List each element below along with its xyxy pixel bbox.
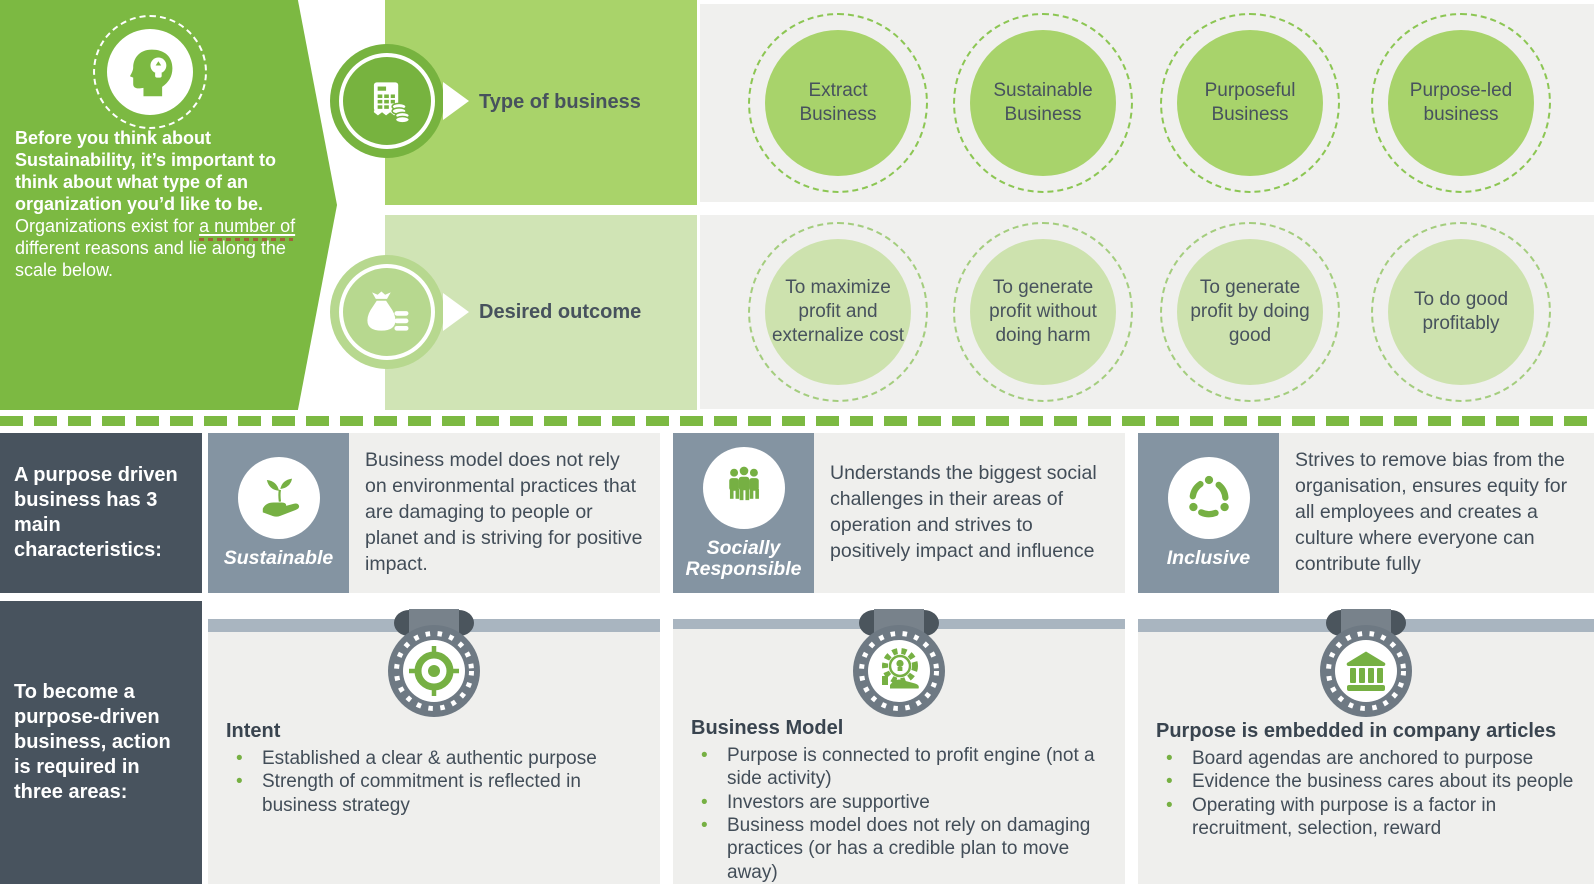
inclusive-cycle-icon [1188, 476, 1229, 518]
head-lightbulb-icon [129, 49, 173, 97]
bullet-item: Strength of commitment is reflected in b… [226, 770, 642, 817]
characteristics-header: A purpose driven business has 3 main cha… [0, 433, 202, 593]
outcome-circle: To generate profit by doing good [1160, 222, 1340, 402]
type-of-business-options: Extract Business Sustainable Business Pu… [700, 4, 1594, 202]
bullet-item: Purpose is connected to profit engine (n… [691, 744, 1107, 791]
company-articles-bullets: Board agendas are anchored to purpose Ev… [1156, 747, 1576, 840]
plant-in-hand-icon [262, 478, 299, 517]
inclusive-text: Strives to remove bias from the organisa… [1279, 433, 1594, 593]
desired-outcome-medallion [330, 255, 469, 369]
target-medal-icon [388, 609, 480, 717]
intro-normal-2: different reasons and lie along the scal… [15, 237, 286, 280]
desired-outcome-label: Desired outcome [479, 301, 642, 323]
gear-hand-medal-icon [853, 609, 945, 717]
business-model-title: Business Model [691, 716, 844, 739]
actions-section: To become a purpose-driven business, act… [0, 601, 1594, 884]
outcome-circle: To do good profitably [1371, 222, 1551, 402]
section-gap [0, 593, 1594, 601]
bullet-item: Board agendas are anchored to purpose [1156, 747, 1576, 771]
socially-responsible-icon-box: Socially Responsible [673, 433, 814, 593]
type-of-business-label: Type of business [479, 91, 641, 113]
money-bag-icon [367, 291, 409, 331]
characteristic-socially-responsible: Socially Responsible Understands the big… [673, 433, 1125, 593]
intro-normal-1: Organizations exist for [15, 215, 200, 236]
bullet-item: Evidence the business cares about its pe… [1156, 770, 1576, 794]
receipt-coins-icon [373, 82, 411, 124]
sustainable-label: Sustainable [223, 547, 334, 570]
bullet-item: Investors are supportive [691, 791, 1107, 815]
business-type-circle: Purpose-led business [1371, 13, 1551, 193]
bank-medal-icon [1320, 609, 1412, 717]
action-panel-business-model: Business Model Purpose is connected to p… [673, 601, 1125, 884]
outcome-circle: To generate profit without doing harm [953, 222, 1133, 402]
inclusive-icon-box: Inclusive [1138, 433, 1279, 593]
business-type-circle: Purposeful Business [1160, 13, 1340, 193]
action-panel-company-articles: Purpose is embedded in company articles … [1138, 601, 1594, 884]
characteristic-sustainable: Sustainable Business model does not rely… [208, 433, 660, 593]
business-type-circle: Sustainable Business [953, 13, 1133, 193]
characteristic-inclusive: Inclusive Strives to remove bias from th… [1138, 433, 1594, 593]
actions-header: To become a purpose-driven business, act… [0, 601, 202, 884]
desired-outcome-options: To maximize profit and externalize cost … [700, 215, 1594, 409]
intent-bullets: Established a clear & authentic purpose … [226, 747, 642, 817]
inclusive-label: Inclusive [1166, 547, 1251, 570]
sustainable-text: Business model does not rely on environm… [349, 433, 660, 593]
characteristics-section: A purpose driven business has 3 main cha… [0, 433, 1594, 593]
intent-title: Intent [226, 720, 281, 742]
medallion-pointer [443, 82, 469, 120]
bullet-item: Established a clear & authentic purpose [226, 747, 642, 771]
outcome-circle: To maximize profit and externalize cost [748, 222, 928, 402]
scale-section: Before you think about Sustainability, i… [0, 0, 1594, 410]
head-lightbulb-badge [93, 15, 207, 129]
company-articles-title: Purpose is embedded in company articles [1156, 720, 1557, 742]
intro-paragraph: Before you think about Sustainability, i… [15, 128, 303, 282]
people-group-icon [728, 466, 759, 501]
intro-spellcheck-text: a number of [199, 215, 296, 236]
socially-responsible-text: Understands the biggest social challenge… [814, 433, 1125, 593]
business-type-circle: Extract Business [748, 13, 928, 193]
business-model-bullets: Purpose is connected to profit engine (n… [691, 744, 1107, 884]
dashed-divider [0, 410, 1594, 433]
intro-bold: Before you think about Sustainability, i… [15, 128, 277, 214]
action-panel-intent: Intent Established a clear & authentic p… [208, 601, 660, 884]
bullet-item: Business model does not rely on damaging… [691, 814, 1107, 884]
medallion-pointer [443, 293, 469, 331]
bullet-item: Operating with purpose is a factor in re… [1156, 794, 1576, 841]
socially-responsible-label: Socially Responsible [685, 537, 802, 580]
sustainable-icon-box: Sustainable [208, 433, 349, 593]
type-of-business-medallion [330, 44, 469, 158]
